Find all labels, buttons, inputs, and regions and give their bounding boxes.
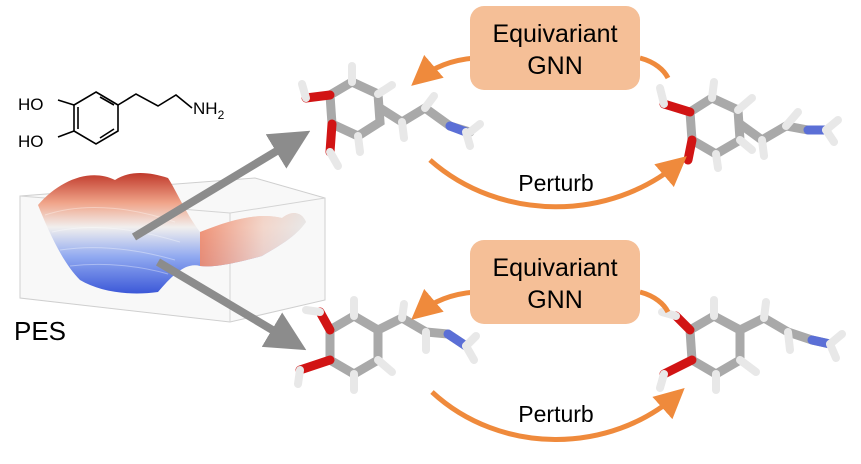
gnn-box-top-line1: Equivariant [492,20,617,48]
gnn-box-bottom-line1: Equivariant [492,254,617,282]
molecule-3d-top-right [656,78,842,172]
perturb-label-bottom: Perturb [518,401,593,427]
pes-label: PES [14,316,66,346]
pes-surface [38,173,306,294]
ho-label-bottom: HO [18,132,44,151]
benzene-ring [73,91,119,145]
gnn-box-bottom [470,240,640,324]
molecule-3d-bottom-right [656,296,846,394]
gnn-box-top [470,6,640,90]
perturb-arrow-bottom [430,387,685,442]
molecule-3d-top-left [298,62,484,170]
arrow-bottom-right-to-gnn [639,289,671,314]
arrow-gnn-to-top-left [411,54,476,86]
molecule-3d-bottom-left [294,296,480,394]
dopamine-structure [57,91,193,145]
perturb-label-top: Perturb [518,170,593,196]
bond-oh-top [57,99,75,106]
arrow-pes-to-top-molecule [131,130,311,241]
ho-label-top: HO [18,95,44,114]
bond-oh-bottom [57,130,75,138]
arrow-gnn-to-bottom-left [411,288,476,320]
gnn-box-top-line2: GNN [527,52,583,80]
perturb-arrow-top [428,156,687,210]
ethylamine-chain [117,93,193,109]
arrow-pes-to-bottom-molecule [155,258,307,351]
gnn-box-bottom-line2: GNN [527,286,583,314]
arrow-top-right-to-gnn [639,55,671,80]
nh2-label: NH2 [193,99,225,122]
pes-plot [19,173,326,323]
